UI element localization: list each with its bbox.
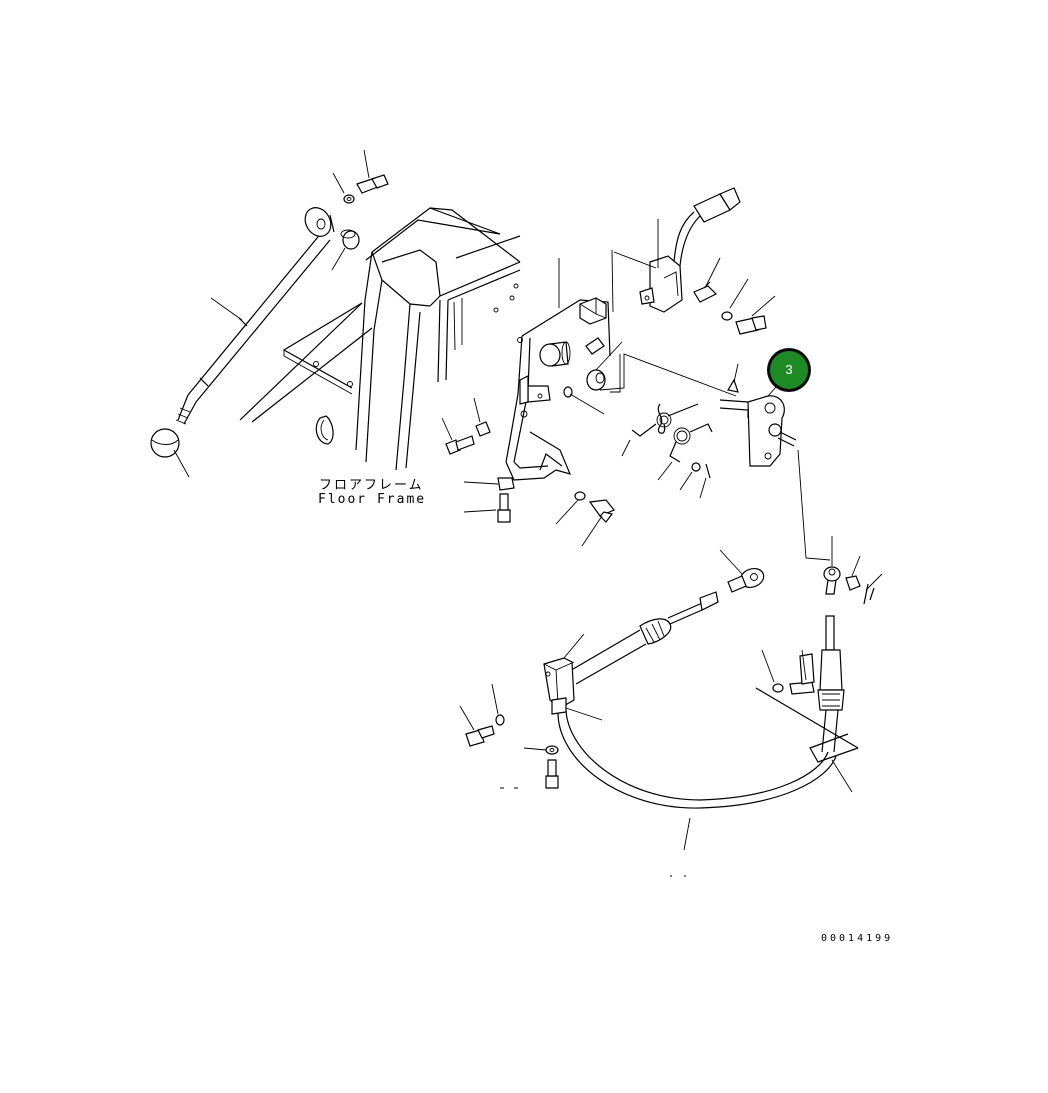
sensor-bolt bbox=[735, 315, 767, 335]
lever-leaders bbox=[173, 149, 370, 478]
plate-bolt-lower bbox=[463, 493, 511, 523]
spring-hardware bbox=[621, 439, 711, 499]
cable-washer-right bbox=[761, 649, 784, 693]
cable-bracket-upper bbox=[543, 633, 603, 721]
cable-clamp-lower bbox=[755, 687, 859, 793]
lever-bolt bbox=[356, 174, 389, 194]
ball-joint-nut bbox=[845, 555, 861, 591]
control-lever bbox=[175, 207, 335, 425]
plate-collar bbox=[586, 369, 606, 391]
cable-end-lower bbox=[817, 615, 845, 753]
plate-small-pin bbox=[563, 386, 605, 415]
sensor-leaders bbox=[613, 219, 776, 317]
lever-knob bbox=[150, 428, 180, 458]
plate-bolt-left bbox=[441, 417, 475, 455]
ball-joint bbox=[823, 536, 841, 595]
link-arm bbox=[719, 395, 797, 467]
rod-end bbox=[719, 549, 765, 593]
plate-leaders bbox=[558, 249, 623, 393]
plate-bushing bbox=[539, 341, 571, 367]
plate-nut-lower bbox=[463, 477, 515, 491]
floor-frame-label-jp: フロアフレーム bbox=[319, 478, 424, 493]
control-cable bbox=[557, 591, 837, 851]
return-spring-2 bbox=[669, 423, 713, 463]
lever-bushing bbox=[340, 229, 360, 250]
return-spring-1 bbox=[631, 403, 699, 437]
callout-badge bbox=[770, 351, 808, 389]
position-sensor bbox=[639, 211, 701, 313]
cable-bolt-right bbox=[789, 649, 815, 695]
mounting-plate bbox=[505, 299, 611, 481]
cable-bolt-left bbox=[459, 705, 495, 747]
sensor-washer bbox=[721, 311, 733, 321]
floor-frame-label-en: Floor Frame bbox=[318, 492, 427, 507]
ball-joint-pin bbox=[863, 573, 883, 605]
cable-washer-bottom bbox=[523, 745, 559, 755]
plate-bolt-right bbox=[581, 499, 615, 547]
floor-frame bbox=[239, 207, 521, 471]
lever-washer bbox=[343, 194, 355, 204]
plate-nut-left bbox=[473, 397, 491, 437]
plate-pin bbox=[579, 297, 607, 355]
link-connector-line bbox=[599, 353, 831, 561]
sensor-clip bbox=[693, 281, 718, 303]
drawing-code: 00014199 bbox=[821, 933, 894, 944]
plate-washer-lower bbox=[555, 491, 586, 525]
cable-bolt-bottom bbox=[500, 759, 559, 789]
cable-washer-left bbox=[491, 683, 505, 726]
sensor-connector bbox=[693, 187, 741, 223]
callout-number[interactable]: 3 bbox=[785, 362, 793, 377]
link-clip bbox=[727, 363, 739, 393]
